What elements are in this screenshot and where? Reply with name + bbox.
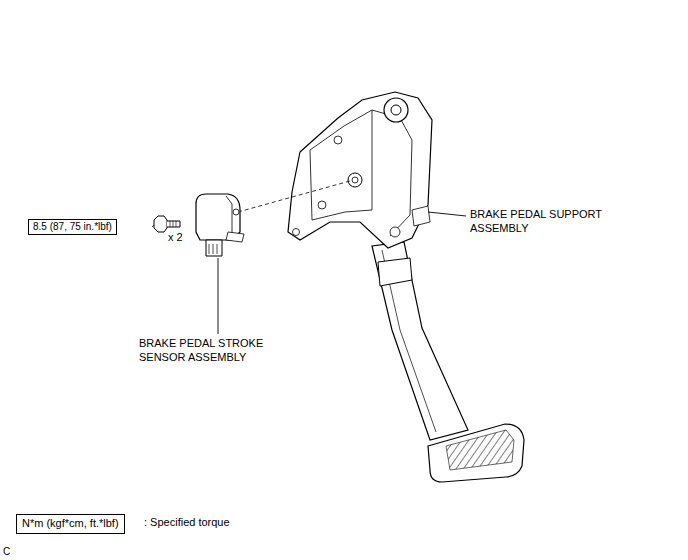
pivot-boss (384, 98, 408, 122)
sensor-body-edge (226, 196, 232, 236)
leader-line (428, 212, 466, 216)
bolt-thread (170, 221, 176, 227)
bracket-plate (310, 110, 372, 220)
box-text: 8.5 (87, 75 in.*lbf) (33, 221, 112, 233)
bracket-tab (378, 258, 412, 286)
leader-line (152, 225, 154, 227)
sensor-connector (206, 240, 222, 256)
unit-box: N*m (kgf*cm, ft.*lbf) (16, 514, 125, 534)
support-bracket (288, 92, 432, 248)
torque-box: 8.5 (87, 75 in.*lbf) (28, 219, 117, 235)
pivot-hole (391, 105, 401, 115)
bracket-hole (334, 136, 342, 144)
sensor-flange (226, 232, 244, 242)
quantity-label: x 2 (168, 231, 208, 245)
bracket-hole (293, 229, 300, 236)
bracket-hole (390, 227, 400, 237)
sensor-mount-hole (348, 173, 362, 187)
sensor-shaft (352, 177, 358, 183)
bolt-head (154, 216, 167, 232)
pedal-pad (428, 424, 524, 482)
part-name: BRAKE PEDAL SUPPORT ASSEMBLY (470, 208, 620, 236)
pedal-pad-grip (446, 430, 514, 470)
bracket-clip (412, 206, 430, 226)
alignment-line (238, 181, 350, 212)
connector-ribs (209, 244, 217, 254)
legend-text: : Specified torque (144, 516, 284, 530)
bracket-hole (318, 201, 326, 209)
bolt-shank (167, 221, 180, 227)
pedal-arm (372, 242, 468, 440)
box-text: N*m (kgf*cm, ft.*lbf) (22, 517, 119, 530)
leader-line (218, 258, 219, 334)
bracket-side (372, 110, 412, 236)
sensor-rotor (233, 209, 239, 215)
part-name: BRAKE PEDAL STROKE SENSOR ASSEMBLY (139, 337, 279, 365)
figure-code: C (3, 546, 23, 559)
